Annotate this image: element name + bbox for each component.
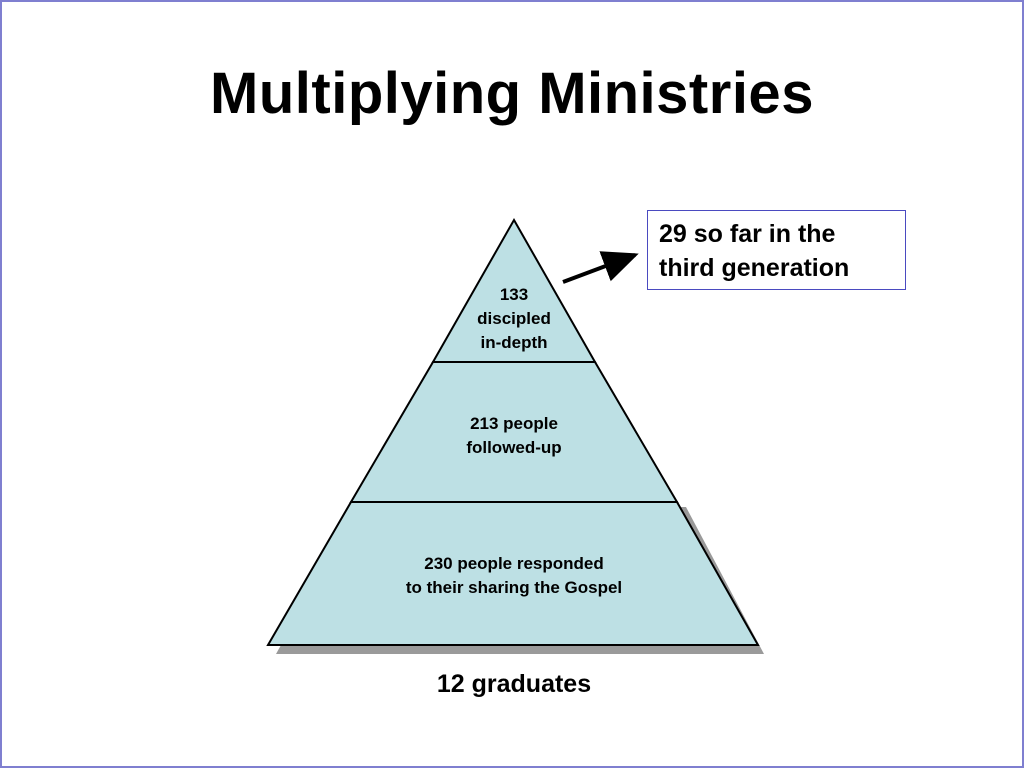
tier-top-line-3: in-depth	[480, 333, 547, 352]
tier-bottom-line-1: 230 people responded	[424, 554, 604, 573]
callout-line-1: 29 so far in the	[659, 220, 836, 248]
callout-box: 29 so far in the third generation	[647, 210, 906, 290]
pyramid-tier-bottom	[266, 501, 760, 646]
tier-middle-line-2: followed-up	[466, 438, 561, 457]
tier-middle-line-1: 213 people	[470, 414, 558, 433]
tier-bottom-line-2: to their sharing the Gospel	[406, 578, 622, 597]
base-label: 12 graduates	[436, 670, 592, 698]
tier-top-line-1: 133	[500, 285, 528, 304]
callout-line-2: third generation	[659, 254, 850, 282]
slide-title: Multiplying Ministries	[210, 61, 814, 126]
callout-arrow	[562, 251, 639, 284]
tier-top-line-2: discipled	[477, 309, 551, 328]
